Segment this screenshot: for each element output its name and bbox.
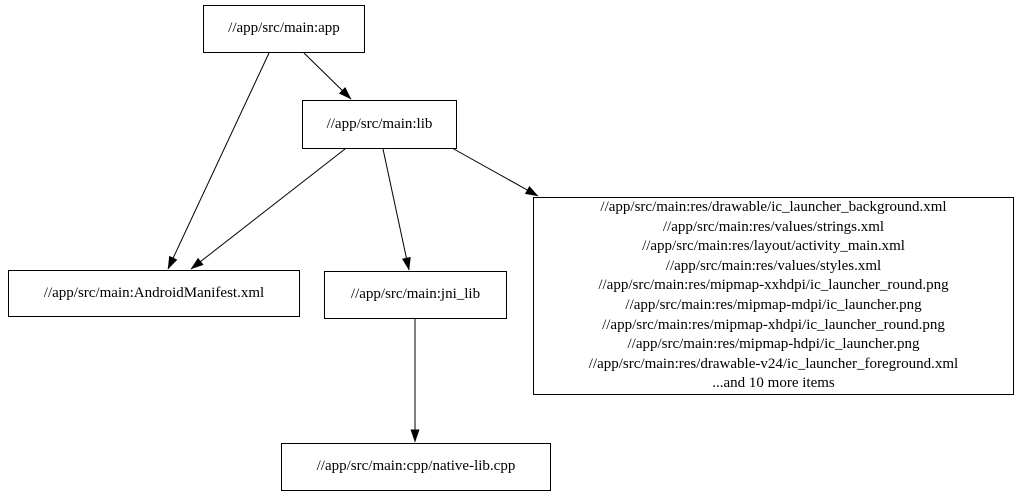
edge-app-to-android-manifest bbox=[167, 52, 270, 270]
node-label-line: //app/src/main:res/drawable-v24/ic_launc… bbox=[588, 355, 959, 372]
node-label-line: //app/src/main:res/layout/activity_main.… bbox=[642, 238, 905, 255]
node-label-line: //app/src/main:lib bbox=[326, 115, 433, 132]
node-label-line: //app/src/main:AndroidManifest.xml bbox=[43, 284, 265, 301]
graph-node-android-manifest: //app/src/main:AndroidManifest.xml bbox=[8, 270, 300, 317]
graph-node-native-lib-cpp: //app/src/main:cpp/native-lib.cpp bbox=[281, 443, 551, 491]
edge-lib-to-jni-lib bbox=[382, 148, 411, 271]
node-label-line: //app/src/main:res/drawable/ic_launcher_… bbox=[600, 199, 947, 216]
node-label-line: //app/src/main:res/values/styles.xml bbox=[665, 257, 882, 274]
node-label-line: //app/src/main:cpp/native-lib.cpp bbox=[316, 458, 516, 475]
node-label-line: //app/src/main:res/mipmap-mdpi/ic_launch… bbox=[625, 297, 922, 313]
node-label-line: //app/src/main:res/values/strings.xml bbox=[662, 218, 885, 235]
edge-lib-to-res-files bbox=[451, 147, 539, 197]
edge-app-to-lib bbox=[303, 52, 352, 100]
graph-node-lib: //app/src/main:lib bbox=[302, 100, 457, 149]
node-label-line: //app/src/main:res/mipmap-hdpi/ic_launch… bbox=[627, 336, 920, 353]
node-label-line: //app/src/main:jni_lib bbox=[350, 286, 481, 303]
graph-node-jni-lib: //app/src/main:jni_lib bbox=[324, 271, 507, 319]
graph-node-app: //app/src/main:app bbox=[203, 5, 365, 53]
node-label-line: //app/src/main:app bbox=[228, 20, 340, 37]
graph-node-res-files: //app/src/main:res/drawable/ic_launcher_… bbox=[533, 197, 1014, 395]
edge-lib-to-android-manifest bbox=[190, 148, 346, 270]
node-label-line: ...and 10 more items bbox=[712, 375, 835, 392]
node-label-line: //app/src/main:res/mipmap-xhdpi/ic_launc… bbox=[602, 316, 945, 333]
node-label-line: //app/src/main:res/mipmap-xxhdpi/ic_laun… bbox=[598, 277, 949, 294]
